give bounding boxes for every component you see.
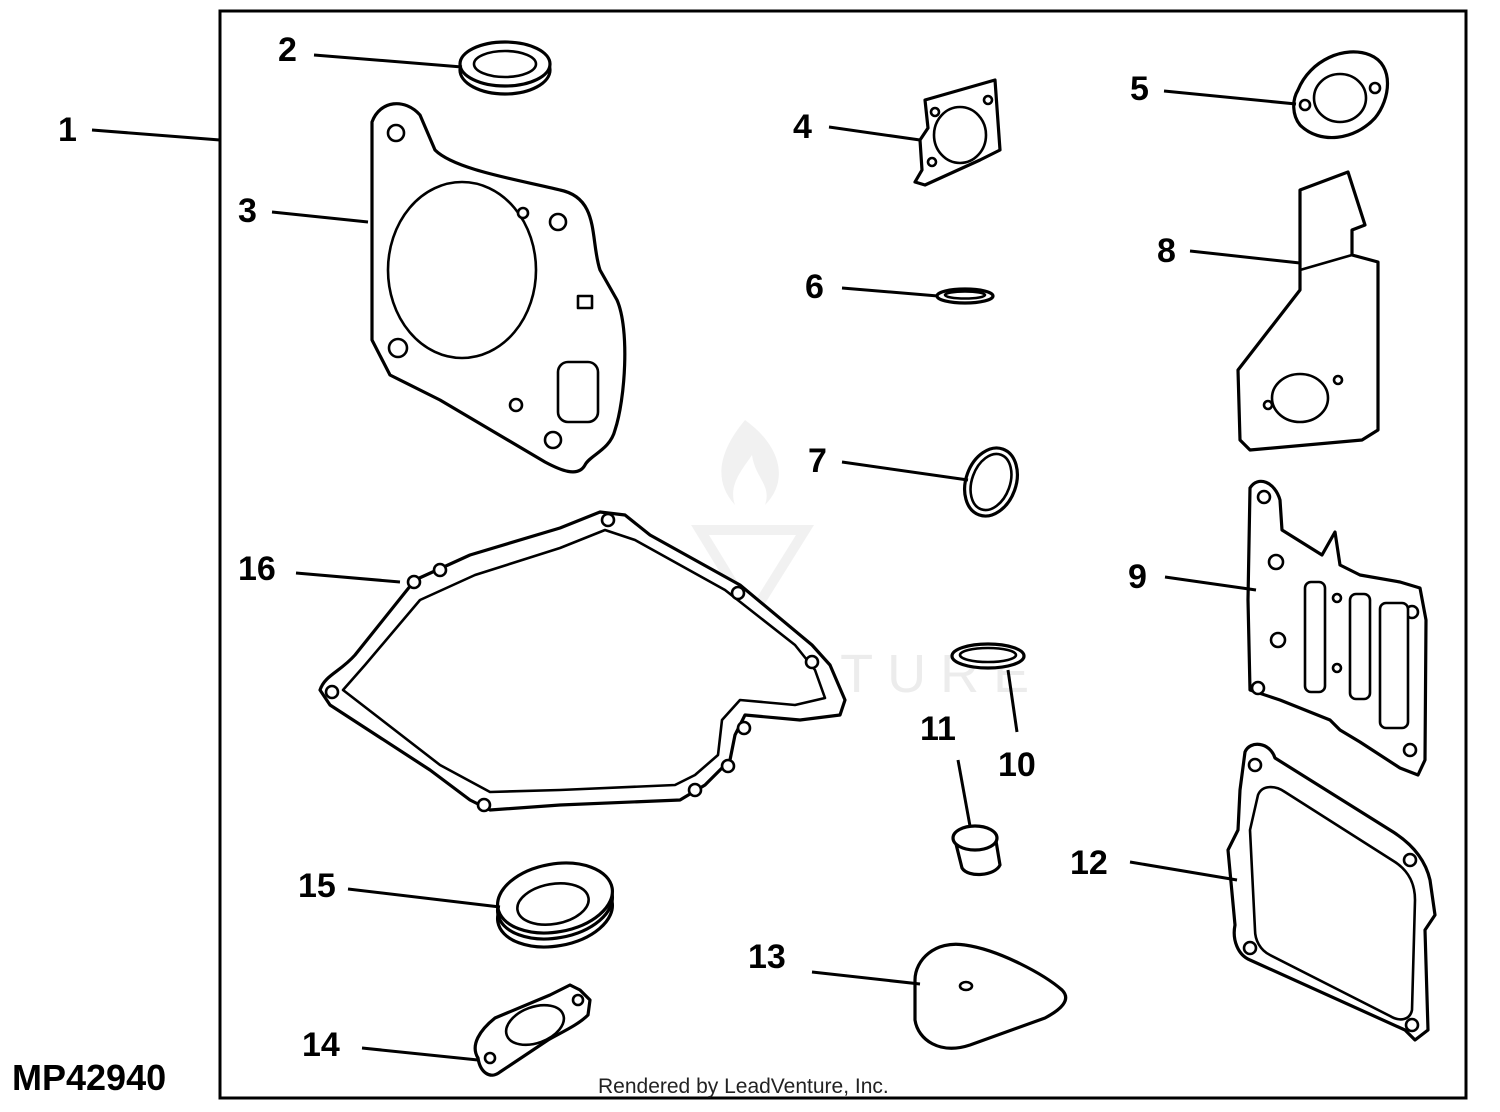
callout-4: 4 — [793, 108, 812, 146]
callout-2: 2 — [278, 31, 297, 69]
part-10-o-ring[interactable] — [950, 642, 1026, 670]
callout-6: 6 — [805, 268, 824, 306]
part-11-plug[interactable] — [951, 824, 1002, 876]
diagram-code: MP42940 — [12, 1057, 166, 1098]
callout-9: 9 — [1128, 558, 1147, 596]
callout-12: 12 — [1070, 844, 1108, 882]
part-12-gasket[interactable] — [1226, 742, 1437, 1042]
part-8-plate[interactable] — [1236, 170, 1380, 452]
leader-lines — [91, 53, 1301, 1062]
watermark-logo — [691, 420, 815, 625]
part-9-gasket[interactable] — [1246, 479, 1428, 777]
callout-16: 16 — [238, 550, 276, 588]
part-16-gasket[interactable] — [318, 510, 847, 813]
callout-5: 5 — [1130, 70, 1149, 108]
callout-14: 14 — [302, 1026, 340, 1064]
part-13-gasket[interactable] — [913, 942, 1068, 1050]
callout-labels: 1 2 3 4 5 6 7 8 9 10 11 12 13 14 15 16 — [58, 31, 1176, 1064]
part-5-gasket[interactable] — [1292, 50, 1390, 140]
part-2-seal[interactable] — [458, 40, 552, 96]
part-3-head-gasket[interactable] — [370, 102, 627, 474]
part-15-seal[interactable] — [492, 854, 618, 955]
part-7-o-ring[interactable] — [956, 441, 1027, 524]
callout-11: 11 — [920, 710, 956, 748]
callout-13: 13 — [748, 938, 786, 976]
callout-10: 10 — [998, 746, 1036, 784]
callout-15: 15 — [298, 867, 336, 905]
credit-text: Rendered by LeadVenture, Inc. — [598, 1075, 889, 1098]
callout-3: 3 — [238, 192, 257, 230]
part-6-o-ring[interactable] — [935, 287, 995, 305]
callout-8: 8 — [1157, 232, 1176, 270]
part-14-gasket[interactable] — [473, 983, 592, 1077]
callout-7: 7 — [808, 442, 827, 480]
kit-border — [218, 9, 1468, 1100]
part-4-gasket[interactable] — [913, 78, 1002, 187]
callout-1: 1 — [58, 111, 77, 149]
